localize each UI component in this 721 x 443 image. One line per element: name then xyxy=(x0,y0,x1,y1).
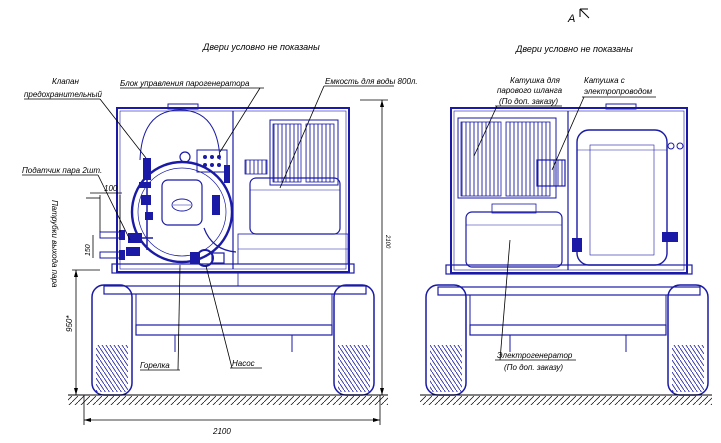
label-generator: Электрогенератор xyxy=(497,351,573,360)
label-water-tank: Емкость для воды 800л. xyxy=(325,77,418,86)
outlet-pipes xyxy=(99,230,125,260)
right-doors-note: Двери условно не показаны xyxy=(515,44,633,54)
control-panel xyxy=(196,149,228,173)
dim-pipe-width: 100 xyxy=(104,184,118,193)
label-power-reel: Катушка с xyxy=(584,76,625,85)
label-burner: Горелка xyxy=(140,361,170,370)
pressure-gauge-icon xyxy=(179,151,191,163)
dimensions-left xyxy=(72,99,388,425)
electric-generator xyxy=(465,203,563,268)
pump xyxy=(190,249,225,267)
ground-left xyxy=(68,394,388,405)
water-tank xyxy=(237,177,349,265)
dim-total-height: 2100 xyxy=(384,234,390,249)
container-body-right xyxy=(445,103,693,275)
leader-lines-right xyxy=(473,96,656,361)
container-body-left xyxy=(111,107,355,274)
right-view: Двери условно не показаны xyxy=(420,44,712,405)
chassis-right xyxy=(437,286,701,352)
label-valve-2: предохранительный xyxy=(24,90,103,99)
label-pump: Насос xyxy=(232,359,255,368)
wheel-left-1 xyxy=(91,284,133,396)
wheel-left-2 xyxy=(333,284,375,396)
label-control-unit: Блок управления парогенератора xyxy=(120,79,250,88)
label-steam-sensor: Податчик пара 2шт. xyxy=(22,166,102,175)
pipework xyxy=(126,158,237,256)
boiler-side xyxy=(572,129,684,266)
label-power-reel-2: электропроводом xyxy=(584,87,653,96)
label-steam-reel: Катушка для xyxy=(510,76,561,85)
wheel-right-2 xyxy=(667,284,709,396)
label-steam-reel-2: парового шланга xyxy=(497,86,563,95)
label-valve: Клапан xyxy=(52,77,79,86)
ground-right xyxy=(420,394,712,405)
dim-ground-height: 950* xyxy=(65,315,74,332)
leader-lines-left xyxy=(22,85,394,371)
wheel-right-1 xyxy=(425,284,467,396)
label-outlet-pipes: Патрубки выхода пара xyxy=(50,200,59,288)
left-view: Двери условно не показаны xyxy=(22,42,418,436)
view-marker: A xyxy=(567,13,575,25)
hose-reels-left xyxy=(244,119,339,186)
left-doors-note: Двери условно не показаны xyxy=(202,42,320,52)
label-generator-2: (По доп. заказу) xyxy=(504,363,563,372)
label-steam-reel-3: (По доп. заказу) xyxy=(499,97,558,106)
chassis-left xyxy=(103,273,367,352)
power-cable-reel xyxy=(536,159,566,187)
steam-generator xyxy=(130,109,234,264)
dim-pipe-spacing: 150 xyxy=(85,244,92,256)
view-arrow-icon xyxy=(579,8,590,19)
dim-overall-width: 2100 xyxy=(212,427,231,436)
